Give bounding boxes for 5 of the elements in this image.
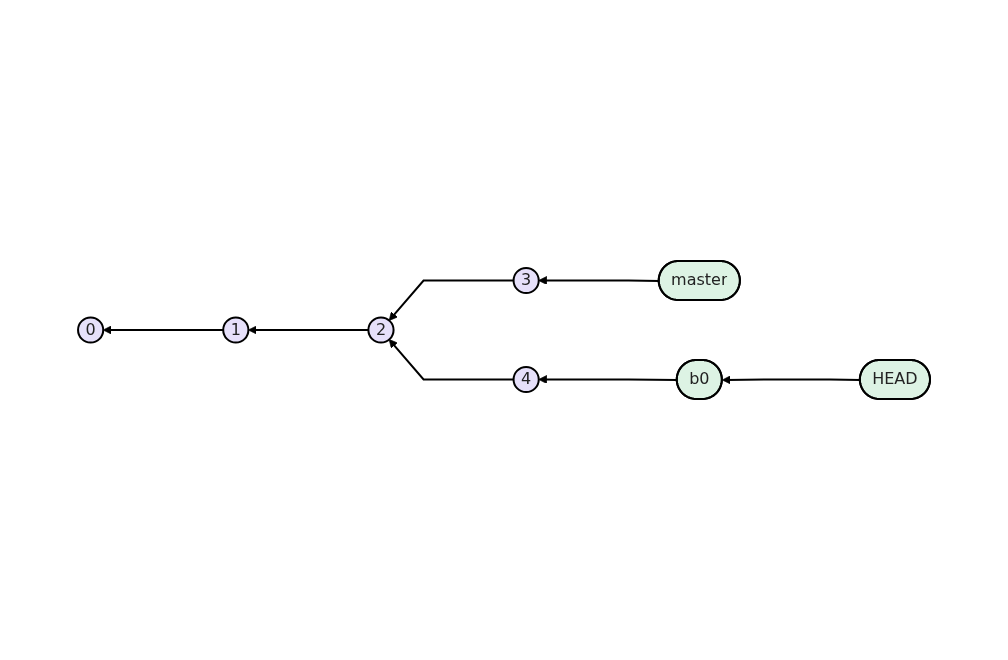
node-circle: 4 bbox=[512, 365, 540, 394]
node-circle: 2 bbox=[367, 316, 395, 344]
node-circle: 3 bbox=[512, 266, 540, 295]
node-circle: 0 bbox=[77, 316, 105, 344]
node-circle: 1 bbox=[222, 316, 250, 344]
